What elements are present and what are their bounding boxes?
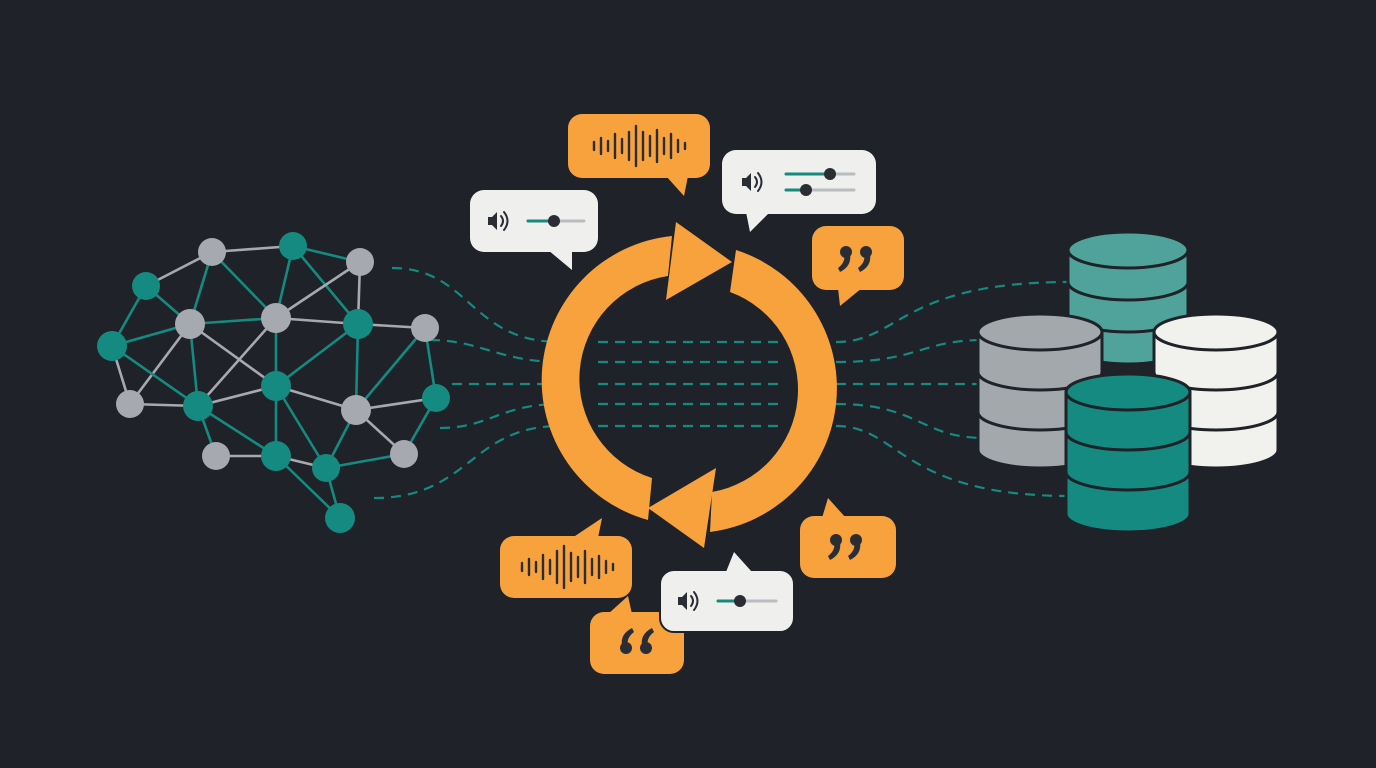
audio-waveform-icon [592,124,687,168]
network-node [343,309,373,339]
connector-line [835,338,986,364]
network-node [279,232,307,260]
volume-sliders [784,168,856,196]
network-node [261,303,291,333]
connector-line [835,280,1071,344]
bubble-volume-sliders-right [722,150,876,232]
dashed-connectors-inner [598,340,780,428]
cycle-arrows-icon [541,222,837,548]
closing-quote-icon [828,534,862,560]
cycle-arrow-left [541,236,672,520]
network-node [198,238,226,266]
network-node [325,503,355,533]
cycle-arrow-right-head [648,468,716,548]
volume-slider-knob [800,184,812,196]
connector-line [373,424,561,500]
bubble-quote-close-bottom [800,498,896,578]
network-node [422,384,450,412]
network-node [312,454,340,482]
audio-waveform-icon [520,544,615,590]
network-node [97,331,127,361]
volume-slider-knob [548,215,560,227]
network-node [261,371,291,401]
bubble-quote-close-top [812,226,904,306]
opening-quote-icon [620,628,654,654]
bubble-waveform-top [568,114,710,196]
network-node [346,248,374,276]
closing-quote-icon [838,246,872,272]
network-node [261,441,291,471]
network-node [202,442,230,470]
connector-line [429,338,561,364]
bubble-volume-slider-left [470,190,598,270]
database-cylinder-teal-front [1064,372,1192,534]
volume-slider-knob [734,595,746,607]
connector-line [439,402,561,430]
network-node [132,272,160,300]
volume-slider-knob [824,168,836,180]
bubble-waveform-bottom [500,518,632,598]
connector-line [835,424,1071,498]
network-node [341,395,371,425]
network-node [183,391,213,421]
network-node [116,390,144,418]
network-node [390,440,418,468]
dashed-connectors-right [835,280,1071,498]
bubble-volume-slider-bottom [659,552,795,633]
bubble-quote-open-bottom [590,596,684,674]
volume-slider [716,595,778,607]
connector-line [391,266,561,344]
volume-slider [526,215,586,227]
network-nodes [97,232,450,533]
connector-line [835,402,986,440]
database-cylinders-icon [976,230,1280,534]
cycle-arrow-left-head [666,222,732,300]
cycle-arrow-right [710,250,837,532]
network-node [411,314,439,342]
network-node [175,309,205,339]
brain-network-icon [97,232,450,533]
